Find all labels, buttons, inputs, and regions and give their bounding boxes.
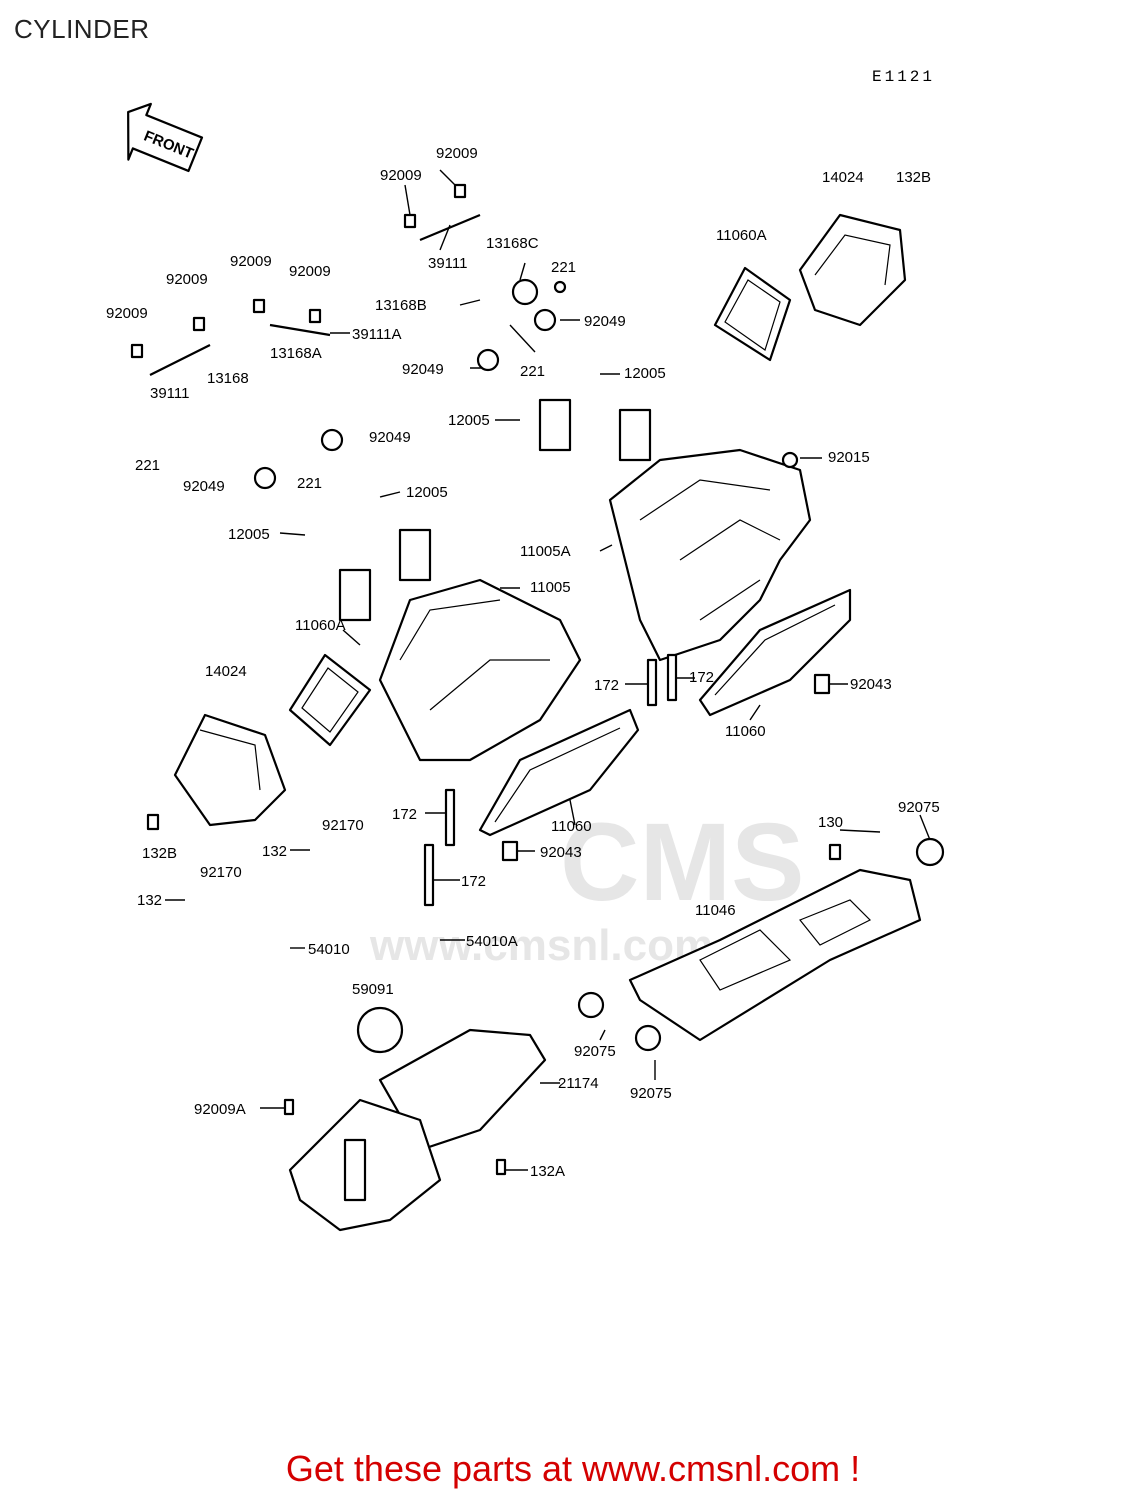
label-11005A: 11005A (520, 543, 571, 560)
plate-11046 (628, 868, 922, 1042)
label-12005: 12005 (448, 412, 490, 429)
motor-21174 (288, 1028, 547, 1232)
label-11060: 11060 (725, 723, 766, 740)
gasket-11060A-left (288, 653, 372, 747)
label-92009: 92009 (230, 253, 272, 270)
label-130: 130 (818, 814, 843, 831)
label-12005: 12005 (624, 365, 666, 382)
label-39111A: 39111A (352, 326, 402, 343)
label-11060A: 11060A (716, 227, 767, 244)
front-arrow: FRONT (127, 102, 204, 173)
label-92043: 92043 (540, 844, 582, 861)
label-92043: 92043 (850, 676, 892, 693)
label-59091: 59091 (352, 981, 394, 998)
label-92009: 92009 (106, 305, 148, 322)
label-221: 221 (520, 363, 545, 380)
label-172: 172 (461, 873, 486, 890)
label-92009A: 92009A (194, 1101, 246, 1118)
label-12005: 12005 (406, 484, 448, 501)
label-92009: 92009 (436, 145, 478, 162)
cylinder-11005A (608, 448, 812, 662)
label-92009: 92009 (166, 271, 208, 288)
label-54010A: 54010A (466, 933, 518, 950)
label-132B: 132B (896, 169, 931, 186)
label-172: 172 (392, 806, 417, 823)
label-13168C: 13168C (486, 235, 539, 252)
label-92075: 92075 (574, 1043, 616, 1060)
gasket-11060A-top (713, 266, 792, 362)
cover-14024-top (798, 213, 907, 327)
label-172: 172 (594, 677, 619, 694)
label-92170: 92170 (200, 864, 242, 881)
label-92009: 92009 (380, 167, 422, 184)
cylinder-11005 (378, 578, 582, 762)
label-92049: 92049 (369, 429, 411, 446)
label-132: 132 (137, 892, 162, 909)
label-92009: 92009 (289, 263, 331, 280)
gasket-11060-center (478, 708, 640, 837)
label-172: 172 (689, 669, 714, 686)
label-92049: 92049 (183, 478, 225, 495)
label-13168A: 13168A (270, 345, 322, 362)
label-221: 221 (297, 475, 322, 492)
label-14024: 14024 (205, 663, 247, 680)
label-132A: 132A (530, 1163, 565, 1180)
label-11005: 11005 (530, 579, 571, 596)
label-13168: 13168 (207, 370, 249, 387)
watermark: CMS www.cmsnl.com (369, 801, 804, 970)
label-132B: 132B (142, 845, 177, 862)
label-92015: 92015 (828, 449, 870, 466)
cover-14024-left (173, 713, 287, 827)
label-92049: 92049 (402, 361, 444, 378)
label-11046: 11046 (695, 902, 736, 919)
footer-link-text[interactable]: Get these parts at www.cmsnl.com ! (285, 1448, 861, 1489)
label-39111: 39111 (428, 255, 468, 272)
label-11060A: 11060A (295, 617, 346, 634)
gasket-11060-right (698, 588, 852, 717)
label-92075: 92075 (898, 799, 940, 816)
label-132: 132 (262, 843, 287, 860)
page-title: CYLINDER (14, 14, 150, 44)
watermark-url: www.cmsnl.com (369, 921, 713, 970)
label-11060: 11060 (551, 818, 592, 835)
label-13168B: 13168B (375, 297, 427, 314)
diagram-code: E1121 (872, 68, 936, 86)
small-parts (130, 183, 945, 1176)
label-221: 221 (135, 457, 160, 474)
label-92170: 92170 (322, 817, 364, 834)
label-12005: 12005 (228, 526, 270, 543)
label-21174: 21174 (558, 1075, 599, 1092)
label-92049: 92049 (584, 313, 626, 330)
part-labels: 92009 92009 39111 13168C 221 14024 132B … (106, 145, 940, 1180)
watermark-brand: CMS (560, 801, 804, 924)
label-221: 221 (551, 259, 576, 276)
label-14024: 14024 (822, 169, 864, 186)
label-92075: 92075 (630, 1085, 672, 1102)
label-39111: 39111 (150, 385, 190, 402)
label-54010: 54010 (308, 941, 350, 958)
